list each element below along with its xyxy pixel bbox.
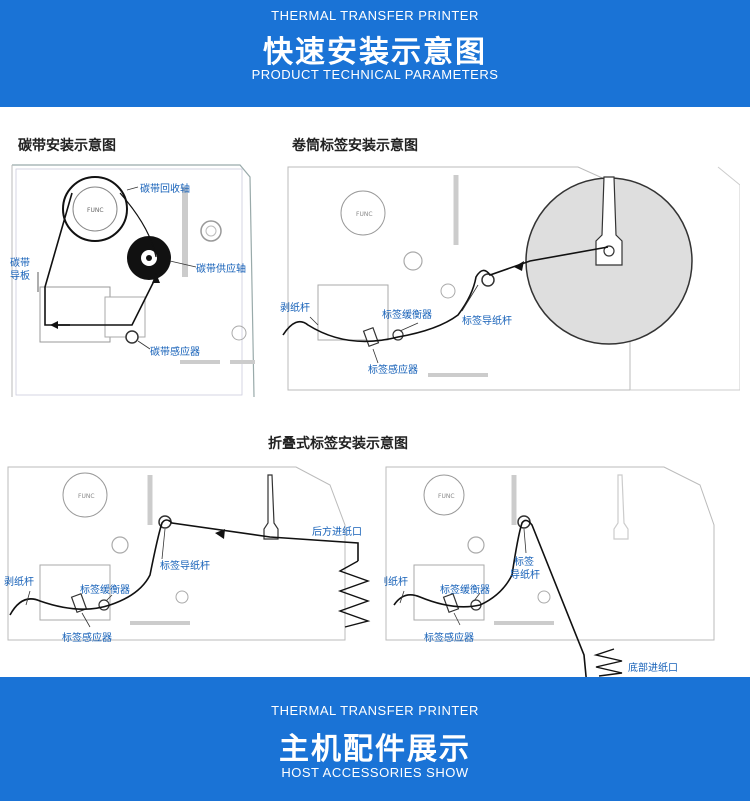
top-banner-subtitle: THERMAL TRANSFER PRINTER — [271, 8, 479, 23]
label-fanfold-left-damper: 标签缓衡器 — [80, 583, 130, 596]
roll-label-installation-diagram: FUNC 标签导纸杆 剥纸杆 标签缓衡器 标签感应器 — [280, 166, 740, 391]
fanfold-bottom-entry-diagram: FUNC 剥纸杆 标签 导纸杆 标签缓衡器 标签感应器 底部进纸口 — [384, 466, 715, 677]
label-roll — [525, 176, 693, 345]
label-ribbon-rewind-spindle: 碳带回收轴 — [140, 182, 190, 195]
bottom-banner: THERMAL TRANSFER PRINTER 主机配件展示 HOST ACC… — [0, 677, 750, 801]
diagram-area: 碳带安装示意图 FUNC — [0, 107, 750, 677]
label-ribbon-supply-spindle: 碳带供应轴 — [196, 262, 246, 275]
label-ribbon-guide-line2: 导板 — [10, 269, 30, 282]
svg-text:FUNC: FUNC — [438, 493, 455, 500]
ribbon-section-title: 碳带安装示意图 — [18, 138, 116, 154]
roll-section-title: 卷筒标签安装示意图 — [292, 138, 418, 154]
ribbon-rewind-spindle: FUNC — [62, 176, 128, 242]
label-fanfold-left-guide: 标签导纸杆 — [160, 559, 210, 572]
svg-text:FUNC: FUNC — [78, 493, 95, 500]
label-fanfold-right-guide-line2: 导纸杆 — [510, 568, 540, 581]
label-roll-label-guide: 标签导纸杆 — [462, 314, 512, 327]
label-roll-peel-bar: 剥纸杆 — [280, 301, 310, 314]
fanfold-rear-entry-diagram: FUNC 标签导纸杆 剥纸杆 标签缓衡器 标签感应器 后方进纸口 — [4, 466, 371, 644]
svg-text:FUNC: FUNC — [87, 207, 104, 214]
label-fanfold-left-sensor: 标签感应器 — [62, 631, 112, 644]
svg-text:FUNC: FUNC — [356, 211, 373, 218]
label-fanfold-bottom-entry: 底部进纸口 — [628, 661, 678, 674]
label-fanfold-left-peel-bar: 剥纸杆 — [4, 575, 34, 588]
ribbon-supply-spindle — [127, 236, 171, 280]
label-fanfold-right-guide-line1: 标签 — [514, 555, 534, 568]
top-banner-title: 快速安装示意图 — [263, 35, 487, 70]
label-fanfold-right-sensor: 标签感应器 — [424, 631, 474, 644]
label-roll-damper: 标签缓衡器 — [382, 308, 432, 321]
label-roll-sensor: 标签感应器 — [368, 363, 418, 376]
bottom-banner-caption: HOST ACCESSORIES SHOW — [281, 765, 469, 780]
bottom-banner-title: 主机配件展示 — [279, 732, 471, 767]
top-banner: THERMAL TRANSFER PRINTER 快速安装示意图 PRODUCT… — [0, 0, 750, 107]
label-fanfold-right-peel-bar: 剥纸杆 — [384, 575, 408, 588]
label-ribbon-sensor: 碳带感应器 — [150, 345, 200, 358]
bottom-banner-subtitle: THERMAL TRANSFER PRINTER — [271, 703, 479, 718]
label-fanfold-rear-entry: 后方进纸口 — [312, 525, 362, 538]
top-banner-caption: PRODUCT TECHNICAL PARAMETERS — [251, 67, 499, 82]
ribbon-installation-diagram: FUNC 碳带回收轴 碳带 导板 碳带供应轴 — [10, 164, 255, 398]
fanfold-section-title: 折叠式标签安装示意图 — [268, 436, 408, 452]
label-ribbon-guide-line1: 碳带 — [10, 256, 30, 269]
label-fanfold-right-damper: 标签缓衡器 — [440, 583, 490, 596]
